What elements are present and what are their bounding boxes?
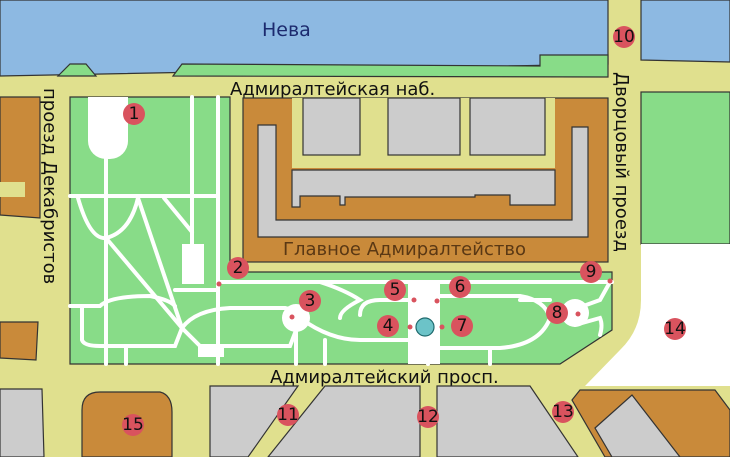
- marker-6[interactable]: 6: [434, 276, 472, 304]
- marker-5[interactable]: 5: [384, 279, 417, 303]
- embankment-green: [171, 54, 609, 78]
- markers: 1 2 3 4 5 6 7 8 9 10 11 12 13 14 15: [122, 26, 686, 436]
- svg-text:13: 13: [552, 402, 574, 422]
- street-dekabristov: проезд Декабристов: [39, 88, 60, 284]
- building-left-top: [0, 96, 41, 219]
- svg-text:8: 8: [552, 303, 563, 323]
- marker-11[interactable]: 11: [277, 404, 299, 426]
- building-bottom-4: [436, 385, 579, 457]
- palace-square-green: [640, 91, 730, 245]
- street-dvortsovy: Дворцовый проезд: [611, 72, 632, 252]
- marker-7[interactable]: 7: [439, 315, 474, 337]
- marker-3[interactable]: 3: [289, 290, 322, 320]
- marker-8[interactable]: 8: [546, 302, 581, 324]
- embankment-green-small: [56, 63, 98, 77]
- marker-2[interactable]: 2: [216, 257, 250, 287]
- building-bottom-2: [209, 385, 300, 457]
- svg-text:4: 4: [383, 316, 394, 336]
- palace-square: [585, 244, 730, 386]
- main-admiralty-building[interactable]: Главное Адмиралтейство: [242, 97, 609, 263]
- marker-4[interactable]: 4: [377, 315, 413, 337]
- svg-text:14: 14: [664, 319, 686, 339]
- svg-text:12: 12: [417, 407, 439, 427]
- marker-12[interactable]: 12: [417, 406, 439, 428]
- svg-text:6: 6: [455, 277, 466, 297]
- building-bottom-3: [267, 385, 421, 457]
- marker-10[interactable]: 10: [613, 26, 635, 48]
- svg-text:11: 11: [277, 405, 299, 425]
- street-prospect: Адмиралтейский просп.: [270, 367, 499, 388]
- building-label: Главное Адмиралтейство: [283, 239, 526, 260]
- water-label: Нева: [262, 19, 311, 41]
- svg-text:7: 7: [457, 316, 468, 336]
- marker-9[interactable]: 9: [580, 261, 613, 284]
- svg-text:2: 2: [233, 258, 244, 278]
- fountain: [415, 317, 435, 337]
- marker-1[interactable]: 1: [123, 103, 145, 125]
- svg-text:9: 9: [586, 262, 597, 282]
- building-bottom-right-grey: [594, 394, 681, 457]
- neva-river-right: [640, 0, 730, 63]
- building-left-bottom: [0, 321, 39, 361]
- street-embankment: Адмиралтейская наб.: [230, 79, 435, 100]
- svg-text:5: 5: [390, 280, 401, 300]
- side-road: [0, 182, 25, 197]
- svg-text:10: 10: [613, 27, 635, 47]
- marker-15[interactable]: 15: [122, 414, 144, 436]
- svg-text:15: 15: [122, 415, 144, 435]
- svg-text:1: 1: [129, 104, 140, 124]
- marker-14[interactable]: 14: [664, 318, 686, 340]
- svg-text:3: 3: [305, 291, 316, 311]
- marker-13[interactable]: 13: [552, 401, 574, 423]
- building-bottom-left: [0, 388, 45, 457]
